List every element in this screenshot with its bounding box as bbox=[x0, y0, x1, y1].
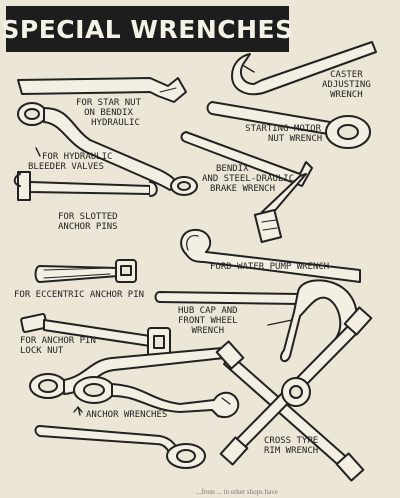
bendix-brake-wrench-drawing bbox=[180, 131, 313, 244]
label-line: AND STEEL-DRAULIC bbox=[202, 174, 295, 184]
label-line: CROSS TYPE bbox=[264, 436, 319, 446]
label-cross-type: CROSS TYPE RIM WRENCH bbox=[264, 436, 318, 456]
label-ford: FORD WATER PUMP WRENCH bbox=[210, 262, 330, 272]
caster-wrench-drawing bbox=[231, 41, 377, 96]
label-line: NUT WRENCH bbox=[268, 134, 323, 144]
label-anchor-wrenches: ANCHOR WRENCHES bbox=[86, 410, 168, 420]
label-starting-motor: STARTING MOTOR NUT WRENCH bbox=[244, 124, 322, 144]
label-star-nut: FOR STAR NUT ON BENDIX HYDRAULIC bbox=[76, 98, 141, 128]
label-line: BENDIX bbox=[216, 164, 249, 174]
ford-water-pump-wrench-drawing bbox=[180, 228, 361, 283]
label-line: HUB CAP AND bbox=[178, 306, 238, 316]
label-line: FOR HYDRAULIC bbox=[42, 152, 113, 162]
label-line: CASTER bbox=[330, 70, 363, 80]
label-line: FOR ANCHOR PIN bbox=[20, 336, 96, 346]
label-bleeder: FOR HYDRAULIC BLEEDER VALVES bbox=[28, 152, 112, 172]
page-footer-text: ...from ... in other shops have bbox=[196, 488, 278, 496]
label-eccentric: FOR ECCENTRIC ANCHOR PIN bbox=[14, 290, 145, 300]
slotted-anchor-wrench-drawing bbox=[13, 171, 158, 201]
label-line: ADJUSTING bbox=[322, 80, 371, 90]
label-bendix: BENDIX AND STEEL-DRAULIC BRAKE WRENCH bbox=[202, 164, 294, 194]
pointer-arrows bbox=[35, 147, 293, 416]
label-anchor-lock: FOR ANCHOR PIN LOCK NUT bbox=[20, 336, 96, 356]
page-title: SPECIAL WRENCHES bbox=[1, 14, 294, 44]
label-line: ANCHOR PINS bbox=[58, 222, 118, 232]
label-caster: CASTER ADJUSTING WRENCH bbox=[322, 70, 371, 100]
bleeder-valve-wrench-drawing bbox=[17, 102, 198, 196]
starting-motor-wrench-drawing bbox=[206, 101, 371, 149]
star-nut-wrench-drawing bbox=[17, 77, 187, 103]
hub-cap-wrench-drawing bbox=[154, 279, 358, 363]
label-line: FOR SLOTTED bbox=[58, 212, 118, 222]
label-line: BRAKE WRENCH bbox=[210, 184, 276, 194]
label-slotted: FOR SLOTTED ANCHOR PINS bbox=[58, 212, 118, 232]
label-line: BLEEDER VALVES bbox=[28, 162, 104, 172]
cross-rim-wrench-drawing bbox=[215, 306, 373, 482]
label-line: RIM WRENCH bbox=[264, 446, 319, 456]
title-banner: SPECIAL WRENCHES bbox=[1, 6, 293, 52]
label-line: FRONT WHEEL bbox=[178, 316, 238, 326]
label-line: STARTING MOTOR bbox=[245, 124, 322, 134]
label-line: WRENCH bbox=[191, 326, 225, 336]
eccentric-anchor-wrench-drawing bbox=[34, 259, 137, 283]
label-line: HYDRAULIC bbox=[91, 118, 140, 128]
anchor-wrench-upper-drawing bbox=[73, 376, 240, 418]
label-line: WRENCH bbox=[330, 90, 363, 100]
label-line: FOR STAR NUT bbox=[76, 98, 142, 108]
label-hub-cap: HUB CAP AND FRONT WHEEL WRENCH bbox=[178, 306, 238, 336]
label-line: LOCK NUT bbox=[20, 346, 64, 356]
anchor-wrench-lower-drawing bbox=[34, 425, 206, 469]
label-line: ON BENDIX bbox=[84, 108, 133, 118]
